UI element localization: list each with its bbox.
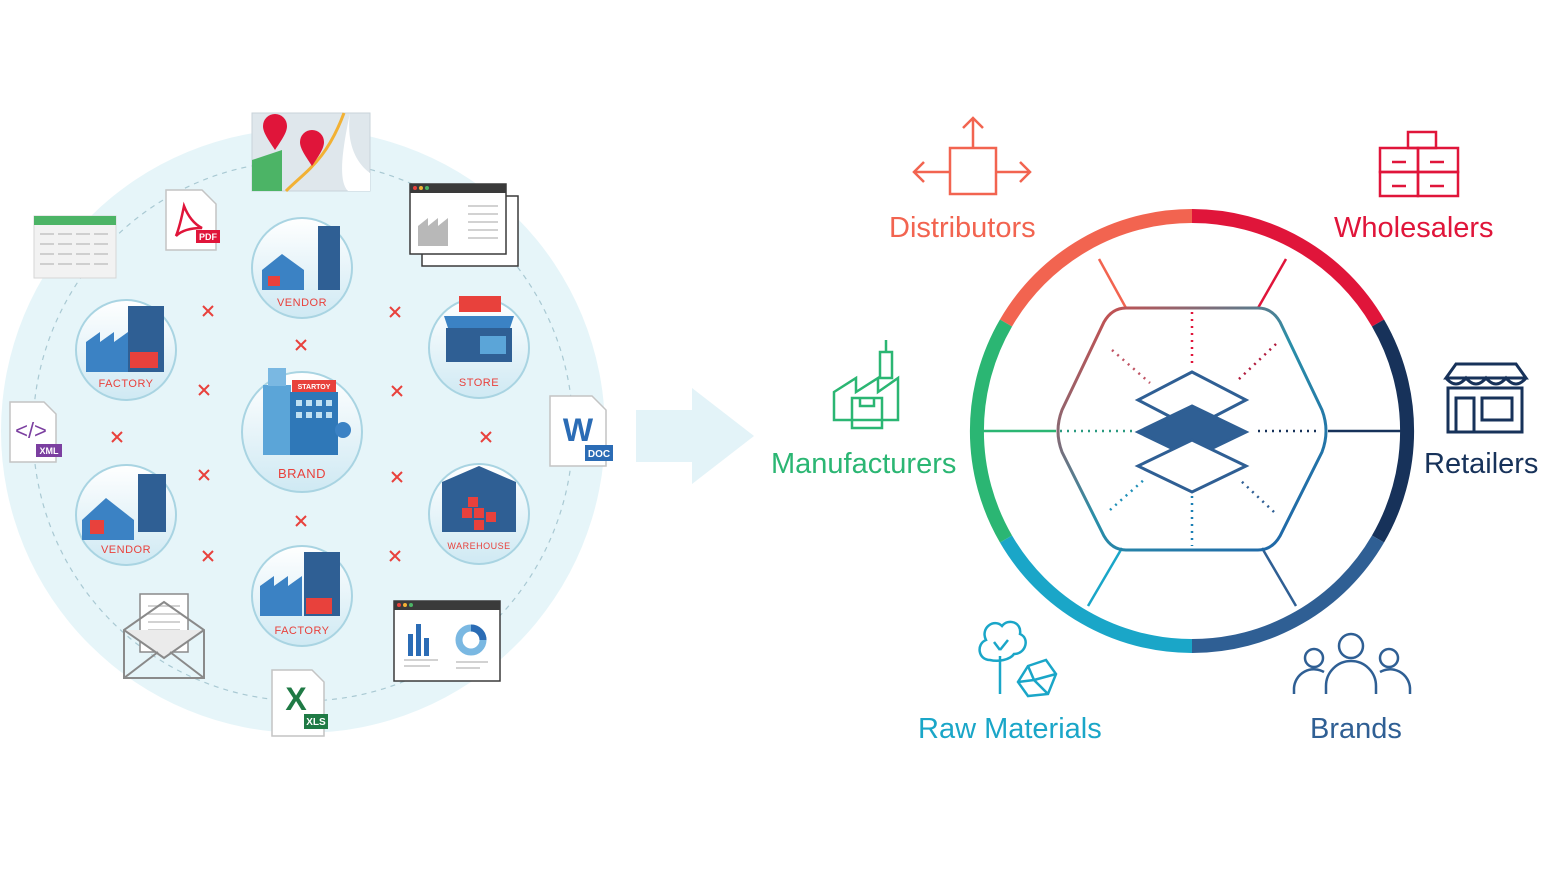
xml-glyph: </> <box>15 418 47 443</box>
ring-segment-distributors <box>999 209 1193 327</box>
people-group-icon <box>1292 632 1412 694</box>
map-icon <box>251 112 371 193</box>
brand-label: BRAND <box>278 466 326 481</box>
spreadsheet-icon <box>33 215 117 279</box>
factory-screen-icon <box>409 183 519 267</box>
vendor-node-top: VENDOR <box>251 217 353 319</box>
brand-sign-text: STARTOY <box>298 384 331 391</box>
ring-segment-manufacturers <box>969 319 1013 543</box>
xml-tag: XML <box>40 446 60 456</box>
pdf-icon: PDF <box>165 189 220 251</box>
store-label: STORE <box>459 377 499 389</box>
storefront-icon <box>1443 362 1529 434</box>
factory-bottom-label: FACTORY <box>274 625 329 637</box>
factory-node-left: FACTORY <box>75 299 177 401</box>
tree-gem-icon <box>978 620 1058 698</box>
ring-segment-brands <box>1191 535 1385 653</box>
store-sign <box>459 296 501 312</box>
ring-segment-raw-materials <box>999 535 1193 653</box>
factory-icon <box>86 332 128 372</box>
xls-tag: XLS <box>306 717 326 728</box>
label-wholesalers: Wholesalers <box>1334 212 1494 244</box>
label-retailers: Retailers <box>1424 448 1539 480</box>
ring-segment-wholesalers <box>1191 209 1385 327</box>
label-manufacturers: Manufacturers <box>771 448 957 480</box>
vendor-top-label: VENDOR <box>277 297 327 309</box>
startoy-sign <box>292 380 336 392</box>
word-glyph: W <box>563 412 594 448</box>
factory-outline-icon <box>832 340 900 430</box>
vendor-left-label: VENDOR <box>101 544 151 556</box>
inner-hexagon <box>1056 306 1328 552</box>
warehouse-label: WAREHOUSE <box>447 541 510 551</box>
factory-left-label: FACTORY <box>98 378 153 390</box>
pdf-tag: PDF <box>199 232 218 242</box>
vendor-node-left: VENDOR <box>75 464 177 566</box>
dashboard-icon <box>393 600 501 682</box>
layers-icon <box>1134 370 1250 494</box>
network-wheel <box>969 209 1415 653</box>
store-node: STORE <box>428 296 530 399</box>
arrow-right-icon <box>636 388 754 484</box>
xml-icon: </> XML <box>9 401 62 463</box>
label-distributors: Distributors <box>889 212 1036 244</box>
brand-node: STARTOY BRAND <box>241 368 363 493</box>
excel-glyph: X <box>285 681 307 717</box>
warehouse-node: WAREHOUSE <box>428 463 530 565</box>
connector-marks <box>111 305 492 562</box>
ring-segment-retailers <box>1371 319 1415 543</box>
stacked-boxes-icon <box>1378 130 1460 198</box>
distributor-box-arrows-icon <box>912 116 1032 196</box>
tower-icon <box>263 385 291 455</box>
excel-icon: X XLS <box>271 669 328 737</box>
label-brands: Brands <box>1310 713 1402 745</box>
factory-node-bottom: FACTORY <box>251 545 353 647</box>
email-icon <box>123 593 205 679</box>
label-raw-materials: Raw Materials <box>918 713 1102 745</box>
left-ecosystem: STARTOY BRAND VENDOR FACTORY <box>1 112 613 737</box>
doc-tag: DOC <box>588 449 610 460</box>
word-doc-icon: W DOC <box>549 395 613 467</box>
